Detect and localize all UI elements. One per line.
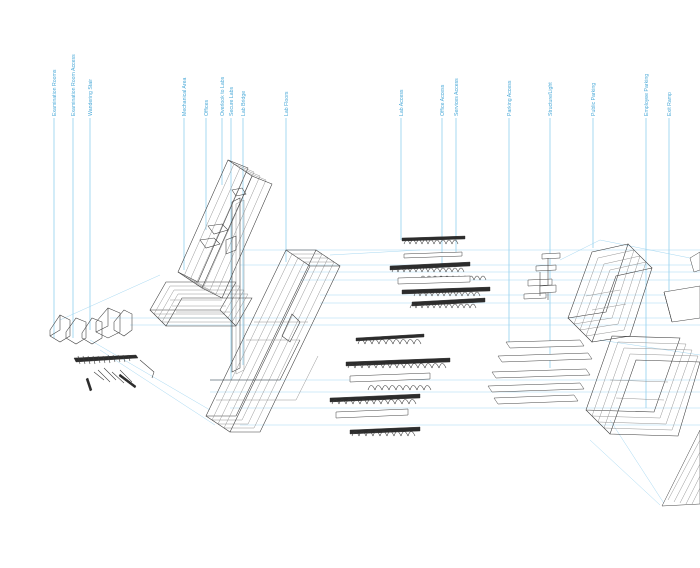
employee-parking-volume [585,335,700,437]
examination-rooms-volume [49,307,133,345]
leader-lines [53,118,670,408]
label-lab-access: Lab Access [399,89,405,116]
callout-labels: Examination Rooms Examination Room Acces… [52,54,673,116]
label-exit-ramp: Exit Ramp [667,92,673,116]
label-mechanical-area: Mechanical Area [182,78,188,116]
label-secure-labs: Secure Labs [229,86,235,116]
label-parking-access: Parking Access [507,80,513,116]
lab-floors-volume [205,249,341,433]
projection-lines [59,239,700,506]
label-wandering-stair: Wandering Stair [88,79,94,116]
services-access-volume [523,252,561,300]
label-overlook-to-labs: Overlook to Labs [220,76,226,116]
label-examination-rooms: Examination Rooms [52,69,58,116]
label-offices: Offices [204,100,210,116]
label-employee-parking: Employee Parking [644,74,650,116]
exit-ramp-volume [663,251,700,323]
structure-light-volume [661,429,700,507]
lab-access-circulation [389,235,491,309]
mechanical-area-volume [149,281,253,327]
label-lab-floors: Lab Floors [284,91,290,116]
label-lab-bridge: Lab Bridge [241,91,247,116]
secure-labs-volume [225,197,245,375]
parking-access-ramps [487,339,593,405]
label-services-access: Services Access [454,78,460,116]
label-structure-light: Structure/Light [548,82,554,116]
offices-volume [177,159,273,299]
office-access-circulation [329,333,451,437]
label-examination-room-access: Examination Room Access [71,54,77,116]
label-public-parking: Public Parking [591,83,597,116]
label-office-access: Office Access [440,84,446,116]
wandering-stair-volume [73,354,155,392]
public-parking-volume [567,243,653,343]
